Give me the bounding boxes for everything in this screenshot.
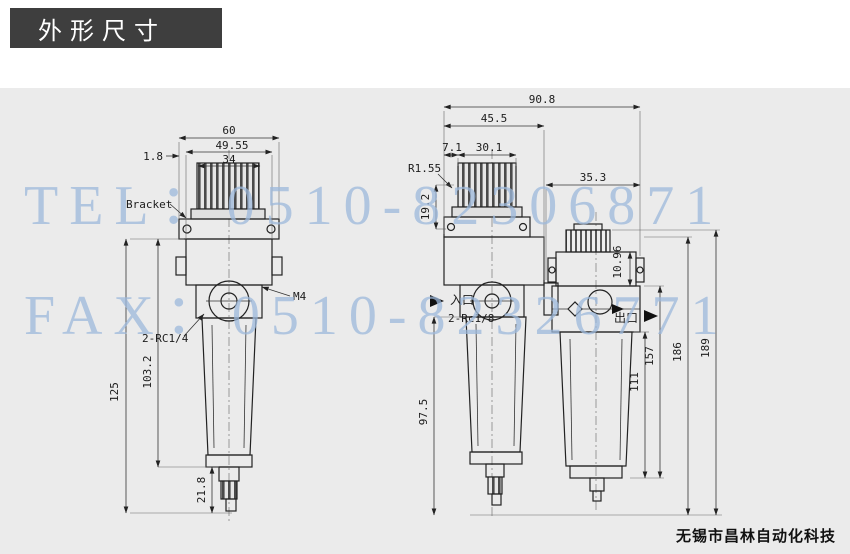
- left-view: 60 49.55 34 1.8 Bracket M4 2-R: [108, 124, 307, 522]
- outlet-marker: 出口: [614, 310, 658, 325]
- dim-21-8: 21.8: [195, 477, 208, 504]
- dim-97-5: 97.5: [417, 399, 430, 426]
- inlet-label: 入口: [450, 293, 474, 307]
- page-title: 外形尺寸: [10, 8, 222, 48]
- dim-45-5: 45.5: [481, 112, 508, 125]
- dim-r1-55: R1.55: [408, 162, 441, 175]
- right-dim-45-5: 45.5: [443, 112, 545, 280]
- left-dim-21-8: 21.8: [195, 466, 215, 514]
- dim-90-8: 90.8: [529, 93, 556, 106]
- right-port-callout: 2-Rc1/8: [448, 312, 494, 325]
- left-dim-1-8: 1.8: [143, 150, 180, 163]
- right-dim-10-96: 10.96: [611, 245, 633, 287]
- dim-1-8: 1.8: [143, 150, 163, 163]
- dim-189: 189: [699, 338, 712, 358]
- right-dim-90-8: 90.8: [443, 93, 641, 256]
- left-dim-60: 60: [178, 124, 280, 218]
- right-dim-19-2: 19.2: [419, 184, 454, 230]
- dim-35-3: 35.3: [580, 171, 607, 184]
- dim-49-55: 49.55: [215, 139, 248, 152]
- dim-103-2: 103.2: [141, 355, 154, 388]
- right-dim-111: 111: [628, 331, 649, 479]
- bracket-label: Bracket: [126, 198, 172, 211]
- company-name: 无锡市昌林自动化科技: [675, 527, 836, 545]
- dim-port-right: 2-Rc1/8: [448, 312, 494, 325]
- page-title-text: 外形尺寸: [38, 16, 166, 45]
- left-port-callout: 2-RC1/4: [142, 313, 205, 345]
- inlet-marker: 入口: [430, 293, 474, 307]
- dim-10-96: 10.96: [611, 245, 624, 278]
- right-dim-186: 186: [470, 236, 722, 516]
- dim-30-1: 30.1: [476, 141, 503, 154]
- dim-port-left: 2-RC1/4: [142, 332, 189, 345]
- drawing-panel: [0, 88, 850, 554]
- left-dim-49-55: 49.55: [185, 139, 273, 238]
- left-dim-125: 125: [108, 238, 232, 514]
- dim-34: 34: [222, 153, 236, 166]
- right-dim-35-3: 35.3: [545, 171, 641, 280]
- right-dim-97-5: 97.5: [417, 316, 462, 516]
- left-dim-34: 34: [197, 153, 261, 169]
- right-dim-7-1: 7.1: [442, 141, 517, 166]
- outlet-label: 出口: [614, 311, 638, 325]
- right-dim-30-1: 30.1: [457, 141, 517, 158]
- dim-186: 186: [671, 342, 684, 362]
- left-bracket-callout: Bracket: [126, 198, 187, 219]
- dim-7-1: 7.1: [442, 141, 462, 154]
- dim-60: 60: [222, 124, 235, 137]
- right-dim-189: 189: [612, 229, 720, 516]
- right-view: 入口 出口 2-Rc1/8 90.8 45.5 7.1: [408, 93, 722, 518]
- left-dim-103-2: 103.2: [141, 238, 219, 468]
- dim-111: 111: [628, 372, 641, 392]
- dim-19-2: 19.2: [419, 194, 432, 221]
- dim-m4: M4: [293, 290, 307, 303]
- left-m4-callout: M4: [261, 286, 307, 303]
- dim-125: 125: [108, 382, 121, 402]
- right-dim-r1-55: R1.55: [408, 162, 453, 189]
